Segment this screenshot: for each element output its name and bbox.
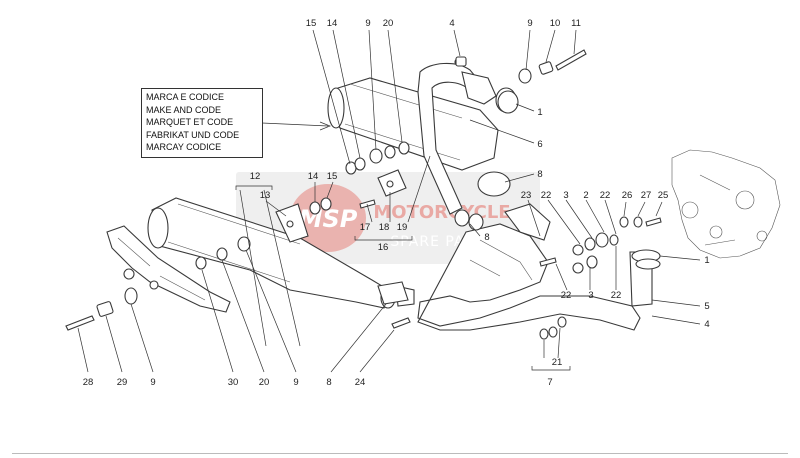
label-line-de: FABRIKAT UND CODE — [146, 129, 240, 140]
part-number: 20 — [383, 18, 394, 29]
part-number: 19 — [397, 222, 408, 233]
part-number: 26 — [622, 190, 633, 201]
part-number: 23 — [521, 190, 532, 201]
collector-pipe — [417, 203, 661, 331]
part-number: 12 — [250, 171, 261, 182]
part-number: 18 — [379, 222, 390, 233]
part-number: 25 — [658, 190, 669, 201]
part-number: 3 — [563, 190, 568, 201]
part-number: 15 — [306, 18, 317, 29]
part-number: 4 — [449, 18, 454, 29]
upper-silencer — [327, 77, 499, 171]
part-number: 9 — [293, 377, 298, 388]
part-number: 21 — [552, 357, 563, 368]
label-line-fr: MARQUET ET CODE — [146, 117, 234, 128]
part-number: 8 — [326, 377, 331, 388]
part-number: 3 — [588, 290, 593, 301]
part-number: 1 — [704, 255, 709, 266]
part-number: 2 — [583, 190, 588, 201]
label-line-it: MARCA E CODICE — [146, 92, 225, 102]
engine-outline — [671, 149, 781, 259]
part-number: 14 — [308, 171, 319, 182]
label-line-en: MAKE AND CODE — [146, 104, 222, 115]
part-number: 27 — [641, 190, 652, 201]
part-number: 16 — [378, 242, 389, 253]
part-number: 29 — [117, 377, 128, 388]
part-number: 11 — [571, 18, 581, 29]
part-number: 17 — [360, 222, 371, 233]
bottom-divider — [12, 453, 788, 454]
part-number: 13 — [260, 190, 271, 201]
make-and-code-label: MARCA E CODICE MAKE AND CODE MARQUET ET … — [141, 88, 263, 158]
part-number: 9 — [527, 18, 532, 29]
part-number: 6 — [537, 139, 542, 150]
part-number: 4 — [704, 319, 709, 330]
footrest-bracket — [106, 225, 231, 313]
part-number: 8 — [484, 232, 489, 243]
watermark-title: MOTORCYCLE — [373, 202, 510, 223]
part-number: 30 — [228, 377, 239, 388]
hanger-bracket — [275, 169, 407, 243]
part-number: 7 — [547, 377, 552, 388]
part-number: 9 — [150, 377, 155, 388]
part-number: 5 — [704, 301, 709, 312]
hardware — [65, 49, 662, 340]
part-number: 14 — [327, 18, 338, 29]
part-number: 24 — [355, 377, 366, 388]
part-numbers: 15 14 9 20 4 9 10 11 1 6 8 8 12 13 14 15… — [83, 18, 710, 388]
part-number: 9 — [365, 18, 370, 29]
part-number: 10 — [550, 18, 561, 29]
part-number: 22 — [561, 290, 572, 301]
part-number: 28 — [83, 377, 94, 388]
part-number: 22 — [611, 290, 622, 301]
part-number: 8 — [537, 169, 542, 180]
part-number: 22 — [541, 190, 552, 201]
part-number: 20 — [259, 377, 270, 388]
part-number: 15 — [327, 171, 338, 182]
label-line-es: MARCAY CODICE — [146, 142, 222, 153]
part-number: 22 — [600, 190, 611, 201]
leader-lines — [77, 29, 701, 373]
part-number: 1 — [537, 107, 542, 118]
